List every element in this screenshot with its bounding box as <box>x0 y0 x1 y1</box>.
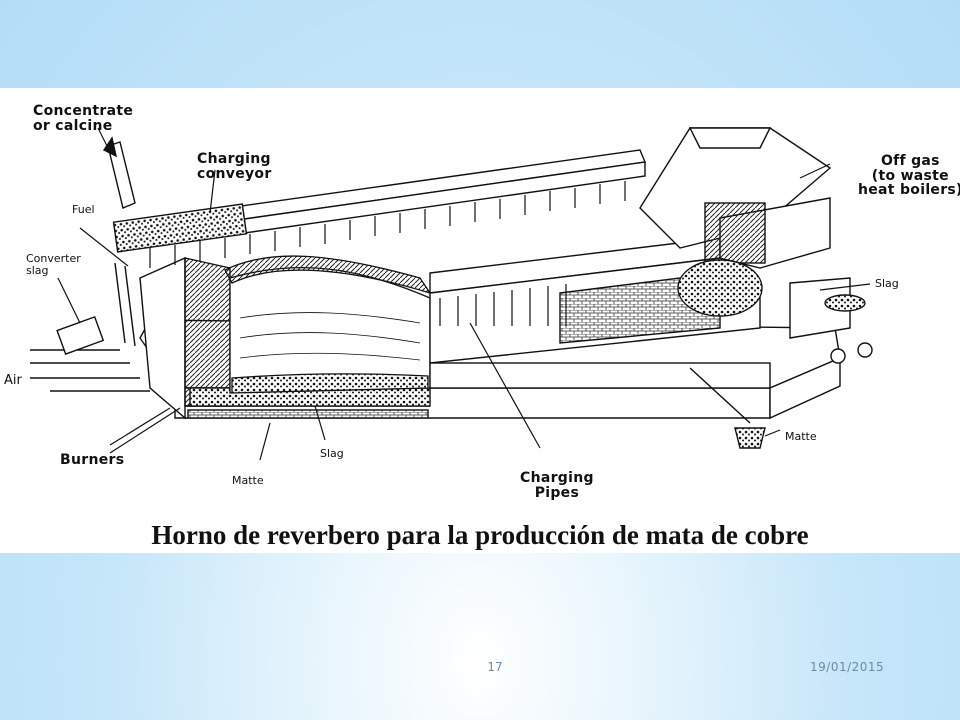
label-converter-slag-line1: Converter <box>26 252 81 265</box>
label-off-gas-line1: Off gas <box>880 153 940 169</box>
label-slag-bottom: Slag <box>320 447 344 460</box>
label-charging-pipes-line1: Charging <box>520 470 594 486</box>
label-burners: Burners <box>60 452 125 468</box>
label-concentrate-line2: or calcine <box>33 117 113 134</box>
conveyor-pipes <box>149 181 626 268</box>
label-off-gas-line2: (to waste <box>871 167 949 184</box>
label-slag-right: Slag <box>875 277 899 290</box>
off-gas-uptake <box>639 127 832 317</box>
label-charging-conveyor-line1: Charging <box>197 151 271 167</box>
page-number: 17 <box>487 660 503 674</box>
label-concentrate-line1: Concentrate <box>33 103 134 119</box>
label-converter-slag: Converter slag <box>26 253 81 276</box>
label-matte-bottom: Matte <box>232 474 264 487</box>
label-charging-pipes-line2: Pipes <box>534 484 580 501</box>
diagram-caption: Horno de reverbero para la producción de… <box>151 520 809 550</box>
charging-conveyor-beam <box>112 149 646 253</box>
label-air: Air <box>4 373 22 388</box>
right-equipment <box>689 277 873 449</box>
concentrate-feed <box>102 136 136 209</box>
bath-left <box>229 266 431 394</box>
label-converter-slag-line2: slag <box>26 263 49 277</box>
label-off-gas: Off gas (to waste heat boilers) <box>858 154 960 198</box>
right-charging-pipes <box>439 284 567 326</box>
slide-date: 19/01/2015 <box>810 660 885 674</box>
burner-pipes <box>30 262 150 392</box>
left-end-wall <box>139 256 431 420</box>
label-charging-pipes: Charging Pipes <box>520 471 594 500</box>
diagram-panel: Concentrate or calcine Charging conveyor… <box>0 88 960 553</box>
label-off-gas-line3: heat boilers) <box>858 182 960 199</box>
label-matte-right: Matte <box>785 430 817 443</box>
label-fuel: Fuel <box>72 203 95 216</box>
label-charging-conveyor: Charging conveyor <box>197 152 272 181</box>
label-charging-conveyor-line2: conveyor <box>197 165 272 182</box>
leader-lines <box>57 127 871 461</box>
reverberatory-furnace-drawing <box>30 127 873 461</box>
label-concentrate: Concentrate or calcine <box>33 104 133 133</box>
